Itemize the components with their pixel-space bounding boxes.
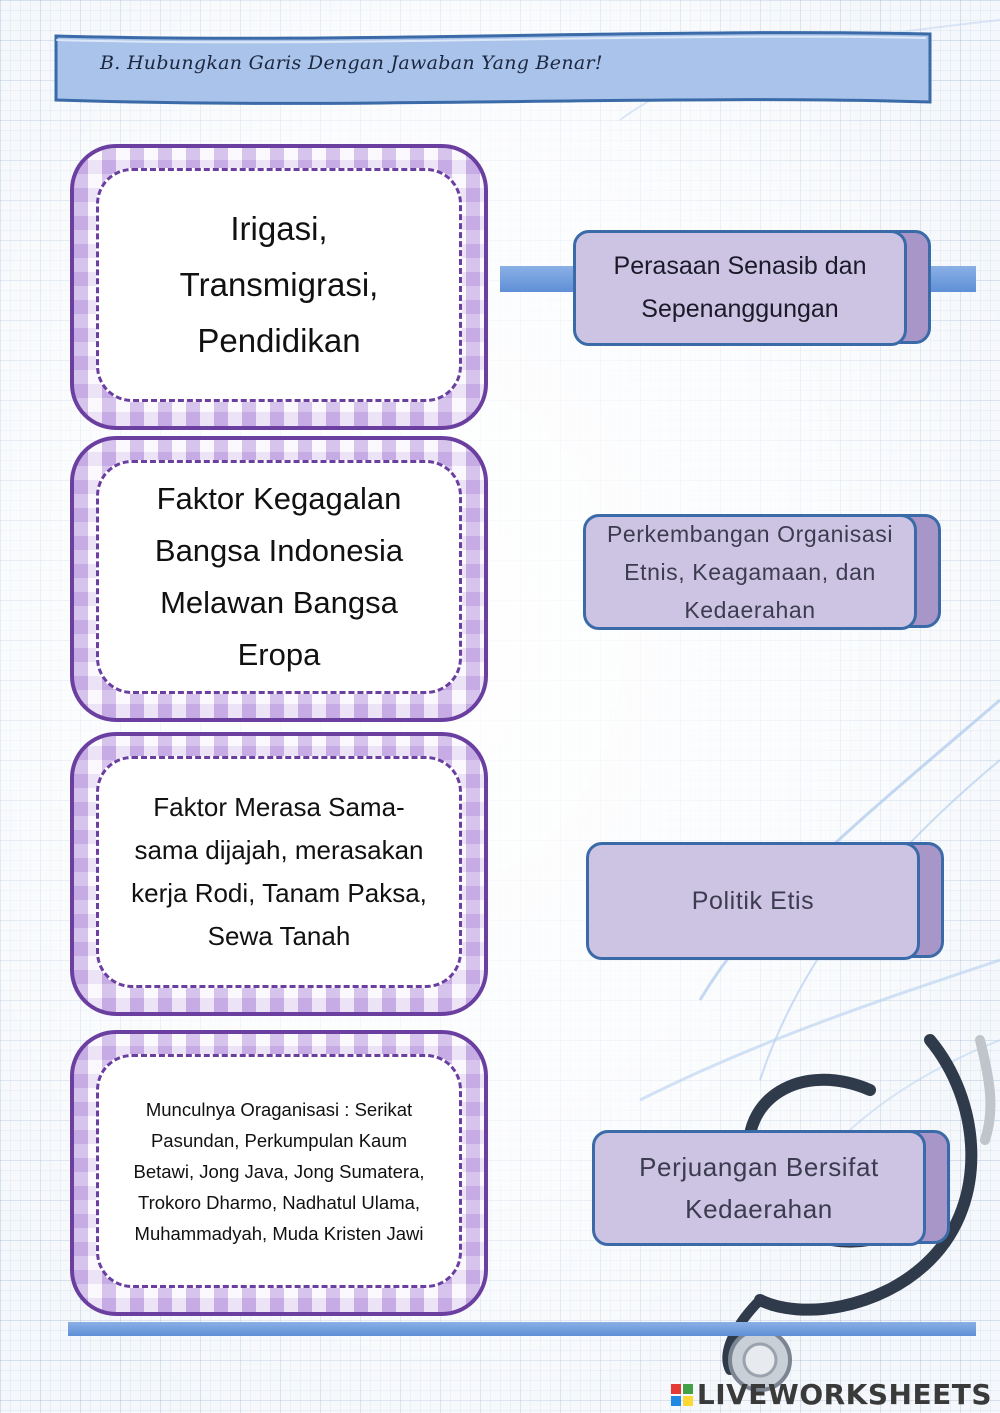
question-card-4[interactable]: Munculnya Oraganisasi : Serikat Pasundan… <box>70 1030 488 1316</box>
liveworksheets-watermark: LIVEWORKSHEETS <box>670 1378 992 1411</box>
text-line: Trokoro Dharmo, Nadhatul Ulama, <box>137 1191 421 1213</box>
question-text-3: Faktor Merasa Sama- sama dijajah, merasa… <box>96 756 462 988</box>
question-card-1[interactable]: Irigasi, Transmigrasi, Pendidikan <box>70 144 488 430</box>
text-line: Sewa Tanah <box>207 921 351 951</box>
question-card-2[interactable]: Faktor Kegagalan Bangsa Indonesia Melawa… <box>70 436 488 722</box>
answer-label-3[interactable]: Politik Etis <box>586 842 920 960</box>
text-line: Bangsa Indonesia <box>154 533 404 568</box>
text-line: Transmigrasi, <box>179 266 379 303</box>
answer-label-2[interactable]: Perkembangan Organisasi Etnis, Keagamaan… <box>583 514 917 630</box>
text-line: Pendidikan <box>197 322 361 359</box>
text-line: Muhammadyah, Muda Kristen Jawi <box>134 1222 424 1244</box>
text-line: Faktor Merasa Sama- <box>153 792 405 822</box>
question-text-4: Munculnya Oraganisasi : Serikat Pasundan… <box>96 1054 462 1288</box>
text-line: Betawi, Jong Java, Jong Sumatera, <box>133 1160 425 1182</box>
text-line: Perjuangan Bersifat <box>639 1152 879 1182</box>
text-line: Kedaerahan <box>685 1194 833 1224</box>
text-line: Irigasi, <box>230 210 328 247</box>
text-line: Eropa <box>237 637 321 672</box>
footer-stripe <box>68 1322 976 1336</box>
text-line: Pasundan, Perkumpulan Kaum <box>150 1129 408 1151</box>
text-line: Sepenanggungan <box>641 295 839 323</box>
answer-label-4[interactable]: Perjuangan Bersifat Kedaerahan <box>592 1130 926 1246</box>
text-line: Munculnya Oraganisasi : Serikat <box>145 1098 413 1120</box>
text-line: sama dijajah, merasakan <box>134 835 424 865</box>
question-card-3[interactable]: Faktor Merasa Sama- sama dijajah, merasa… <box>70 732 488 1016</box>
text-line: Faktor Kegagalan <box>156 481 402 516</box>
text-line: Etnis, Keagamaan, dan <box>624 559 876 585</box>
text-line: Politik Etis <box>691 886 815 915</box>
text-line: kerja Rodi, Tanam Paksa, <box>131 878 427 908</box>
text-line: Perasaan Senasib dan <box>613 252 867 280</box>
question-text-2: Faktor Kegagalan Bangsa Indonesia Melawa… <box>96 460 462 694</box>
watermark-text: LIVEWORKSHEETS <box>696 1378 992 1411</box>
answer-label-1[interactable]: Perasaan Senasib dan Sepenanggungan <box>573 230 907 346</box>
instruction-heading: B. Hubungkan Garis Dengan Jawaban Yang B… <box>100 52 603 74</box>
text-line: Perkembangan Organisasi <box>606 521 894 547</box>
header-banner <box>54 31 932 105</box>
text-line: Melawan Bangsa <box>160 585 398 620</box>
liveworksheets-logo-icon <box>670 1383 693 1406</box>
text-line: Kedaerahan <box>684 597 816 623</box>
question-text-1: Irigasi, Transmigrasi, Pendidikan <box>96 168 462 402</box>
